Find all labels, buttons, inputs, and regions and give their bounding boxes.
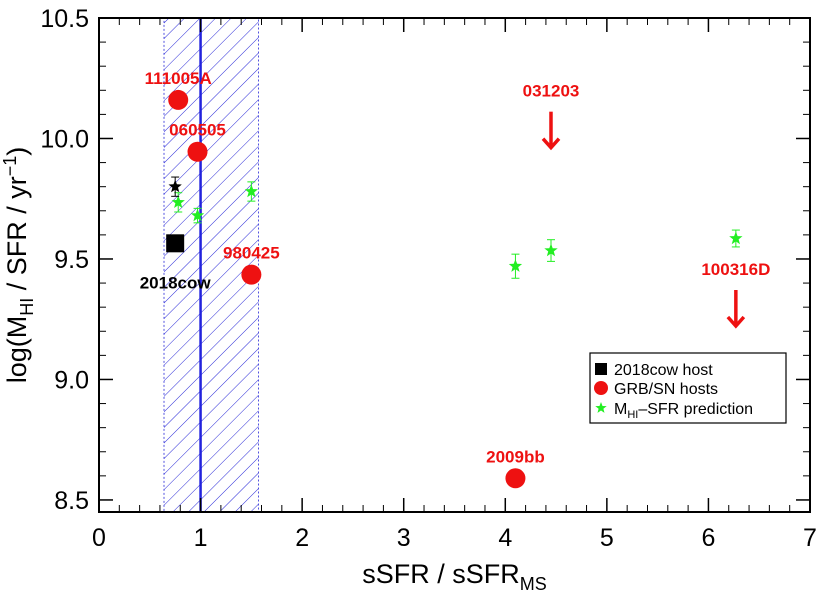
upper-limit-arrowhead (541, 137, 561, 151)
label-031203: 031203 (523, 82, 580, 101)
x-tick-label: 1 (194, 524, 208, 552)
y-tick-label: 8.5 (54, 487, 89, 515)
x-tick-labels: 0 1 2 3 4 5 6 7 (92, 524, 817, 552)
legend-entry-main: M (614, 401, 627, 418)
point-mhi-sfr-prediction (190, 208, 205, 222)
y-axis-label-sub: HI (17, 298, 37, 316)
upper-limit-arrowhead (726, 315, 746, 329)
label-2009bb: 2009bb (486, 447, 545, 466)
legend-entry-post: –SFR prediction (638, 401, 753, 418)
y-tick-label: 10.5 (40, 5, 89, 33)
x-axis-label: sSFR / sSFRMS (362, 559, 547, 593)
point-grb-sn-host-980425 (241, 264, 262, 285)
x-tick-label: 5 (600, 524, 614, 552)
legend-entry-grb-sn-hosts: GRB/SN hosts (614, 381, 718, 398)
legend-circle-marker (594, 381, 608, 395)
point-grb-sn-host-111005a (168, 89, 189, 110)
y-tick-label: 9.0 (54, 366, 89, 394)
label-980425: 980425 (223, 244, 280, 263)
legend-entry-mhi-sfr-prediction: MHI–SFR prediction (614, 401, 753, 421)
plot-frame (98, 17, 811, 513)
y-axis-label-sup: −1 (0, 156, 20, 177)
point-mhi-sfr-prediction (508, 259, 523, 272)
x-tick-label: 0 (92, 524, 106, 552)
point-mhi-sfr-prediction (729, 231, 743, 245)
x-tick-label: 2 (295, 524, 309, 552)
point-grb-sn-host-2009bb (505, 468, 526, 489)
point-mhi-sfr-prediction (171, 195, 185, 208)
label-060505: 060505 (169, 121, 226, 140)
x-tick-label: 6 (701, 524, 715, 552)
legend-square-marker (595, 363, 607, 375)
legend-entry-2018cow-host: 2018cow host (614, 362, 713, 379)
point-grb-sn-host-060505 (187, 141, 208, 162)
y-axis-label: log(MHI / SFR / yr−1) (0, 147, 37, 384)
y-axis-label-post: ) (2, 147, 32, 156)
label-100316d: 100316D (701, 260, 770, 279)
legend-entry-sub: HI (627, 409, 638, 421)
legend-star-marker (595, 402, 607, 413)
legend-box (589, 352, 787, 424)
x-tick-label: 7 (803, 524, 817, 552)
legend-markers (594, 363, 608, 413)
x-tick-label: 3 (397, 524, 411, 552)
y-tick-labels: 8.5 9.0 9.5 10.0 10.5 (40, 5, 89, 515)
label-111005a: 111005A (145, 69, 212, 88)
legend: 2018cow host GRB/SN hosts MHI–SFR predic… (589, 352, 787, 424)
point-mhi-sfr-prediction (544, 243, 558, 257)
point-labels: 2018cow 111005A 060505 980425 2009bb 031203 10… (140, 69, 771, 466)
x-axis-label-main: sSFR / sSFR (362, 559, 520, 589)
y-axis-label-mid: / SFR / yr (2, 176, 32, 298)
y-axis-label-pre: log(M (2, 316, 32, 384)
label-2018cow: 2018cow (140, 273, 212, 292)
x-tick-label: 4 (498, 524, 512, 552)
x-axis-label-sub: MS (520, 574, 547, 593)
y-tick-label: 9.5 (54, 246, 89, 274)
point-mhi-sfr-prediction (244, 184, 258, 198)
point-2018cow-host (166, 234, 185, 253)
point-2018cow-prediction (168, 179, 182, 193)
y-tick-label: 10.0 (40, 125, 89, 153)
data-marks (166, 89, 746, 489)
